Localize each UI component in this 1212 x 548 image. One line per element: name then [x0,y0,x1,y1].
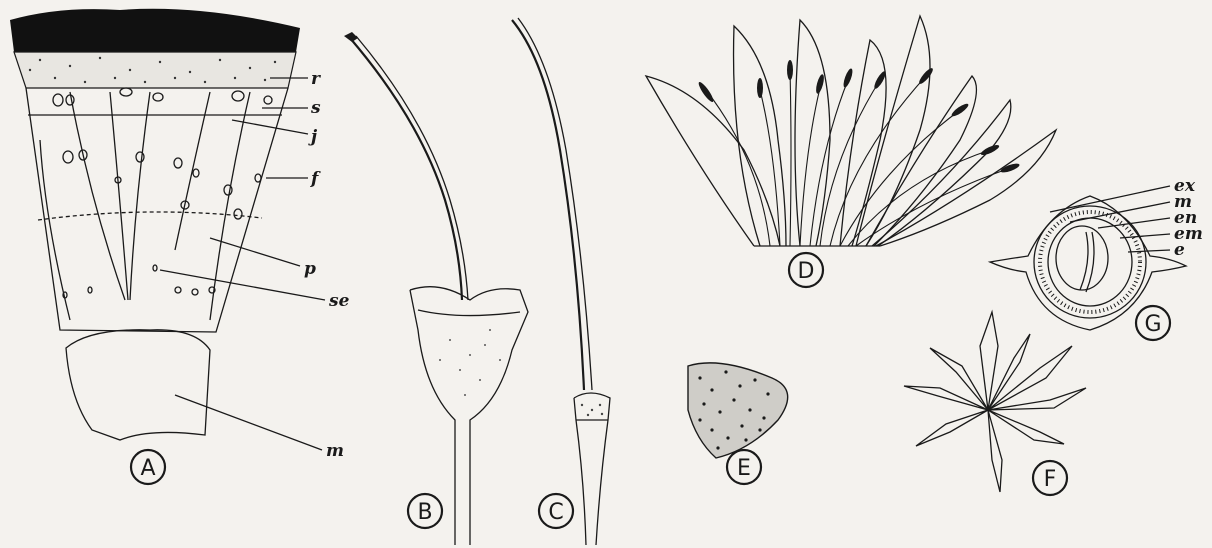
panel-g-letter: G [1144,312,1161,337]
panel-e-letter: E [737,456,751,481]
panel-d-marker: D [789,253,823,287]
panel-d-figure [646,16,1056,246]
panel-c-marker: C [539,494,573,528]
label-s: s [310,98,321,118]
label-p: p [304,259,316,279]
panel-b-marker: B [408,494,442,528]
panel-b-letter: B [417,500,432,525]
panel-c-letter: C [548,500,563,525]
label-r: r [311,69,321,89]
label-se: se [328,291,350,311]
panel-e-marker: E [727,450,761,484]
panel-d-letter: D [798,259,815,284]
panel-g-marker: G [1136,306,1170,340]
panel-f-letter: F [1044,467,1057,492]
panel-a-marker: A [131,450,165,484]
panel-b-figure [344,32,528,545]
label-e: e [1174,240,1185,260]
label-f: f [310,169,321,189]
panel-f-marker: F [1033,461,1067,495]
panel-a-letter: A [140,456,155,481]
panel-e-figure [688,363,788,458]
panel-g-figure [990,186,1186,330]
label-m: m [326,441,344,461]
label-j: j [308,127,318,147]
panel-f-figure [904,312,1086,492]
panel-a-figure [10,9,325,450]
panel-c-figure [512,18,610,545]
